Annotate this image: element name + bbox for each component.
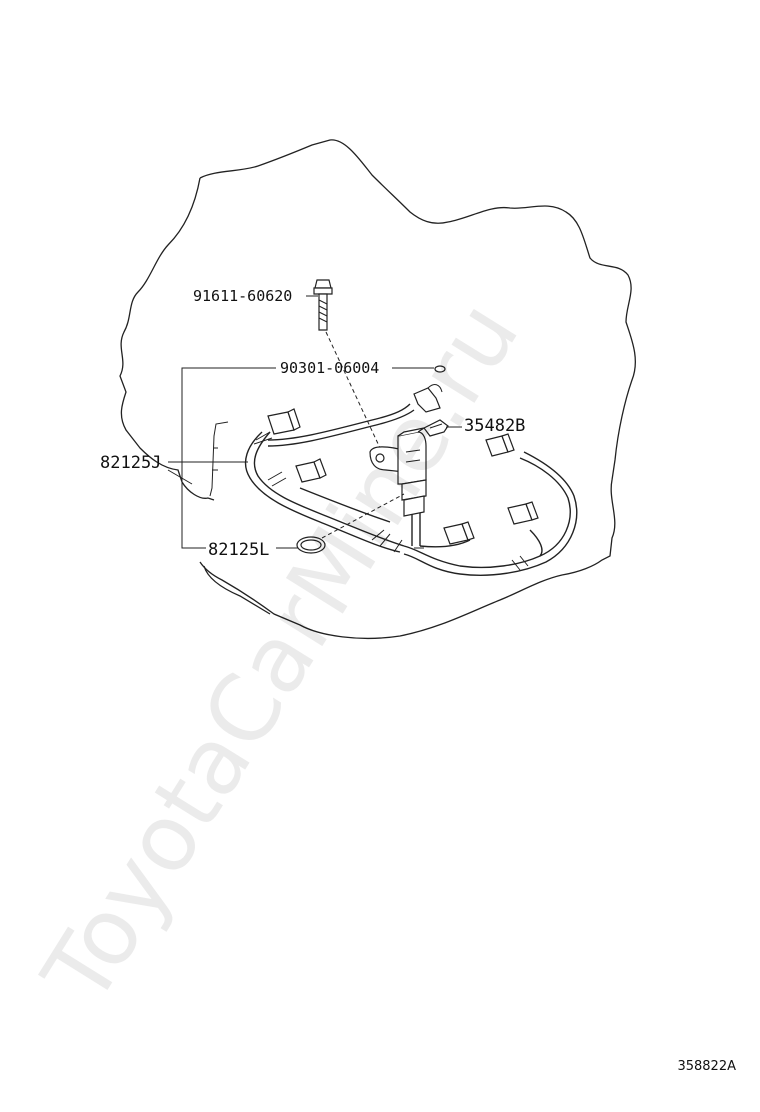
figure-number: 358822A bbox=[677, 1059, 736, 1074]
connector-upper-left bbox=[267, 408, 301, 435]
bolt-part bbox=[313, 279, 333, 331]
bolt-dash-line bbox=[325, 331, 381, 449]
connector-center-lower bbox=[443, 521, 475, 545]
callout-clip: 35482B bbox=[464, 416, 525, 436]
connector-right-upper bbox=[485, 433, 515, 457]
watermark-text: ToyotaCarMine.ru bbox=[22, 283, 539, 1022]
harness-left-stub bbox=[209, 421, 229, 497]
clamp-part bbox=[434, 365, 446, 373]
oring-dash-line bbox=[321, 493, 405, 539]
clip-part bbox=[423, 419, 449, 437]
connector-top-right-end bbox=[413, 384, 443, 413]
callout-clamp: 90301-06004 bbox=[280, 359, 379, 377]
leader-bracket bbox=[181, 367, 276, 549]
callout-harness: 82125J bbox=[100, 453, 161, 473]
oring-part bbox=[296, 536, 326, 554]
connector-right-lower bbox=[507, 501, 539, 525]
housing-lower-left-edge bbox=[203, 565, 271, 615]
connector-mid-left bbox=[295, 458, 327, 483]
speed-sensor bbox=[369, 427, 427, 517]
wire-harness bbox=[244, 403, 578, 576]
housing-left-edge bbox=[119, 177, 215, 501]
callout-bolt: 91611-60620 bbox=[193, 287, 292, 305]
callout-oring: 82125L bbox=[208, 540, 269, 560]
transmission-housing-outline bbox=[199, 139, 636, 640]
leader-harness-tail bbox=[167, 469, 193, 485]
